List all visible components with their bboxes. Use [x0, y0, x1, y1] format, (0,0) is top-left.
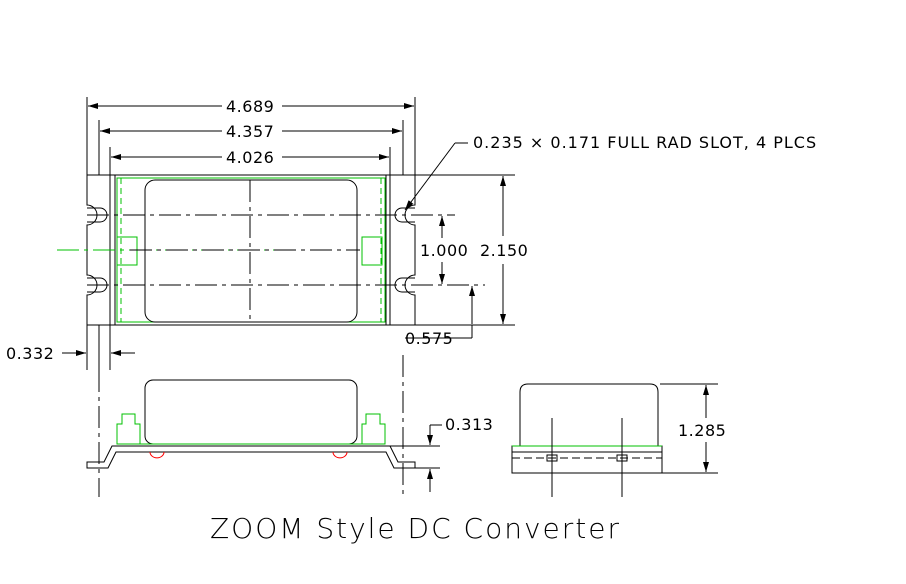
front-module-body [144, 379, 358, 445]
dim-slot-spacing: 1.000 [420, 241, 468, 260]
front-flange-profile [86, 445, 416, 469]
slot-callout: 0.235 × 0.171 FULL RAD SLOT, 4 PLCS [404, 133, 817, 211]
dim-slot-offset: 0.575 [405, 329, 453, 348]
dim-slot-center-width: 4.357 [226, 122, 274, 141]
front-tab-left [116, 413, 141, 445]
front-pin-left [149, 451, 165, 459]
drawing-title: ZOOM Style DC Converter [210, 512, 621, 545]
dim-height-overall: 2.150 [480, 241, 528, 260]
dim-flange-width: 0.332 [6, 344, 54, 363]
dim-flange-thickness: 0.313 [445, 415, 493, 434]
side-view: 1.285 [511, 383, 726, 497]
dim-side-height: 1.285 [678, 421, 726, 440]
side-flange [511, 445, 663, 474]
side-module-body [519, 383, 659, 446]
front-pin-right [332, 451, 348, 459]
top-view [57, 174, 485, 326]
vertical-dimensions: 2.150 1.000 0.575 0.332 [6, 174, 528, 370]
front-tab-right [361, 413, 386, 445]
footprint-tab-right [361, 236, 383, 266]
dim-overall-width: 4.689 [226, 97, 274, 116]
footprint-tab-left [116, 236, 138, 266]
module-body [144, 179, 358, 323]
slot-callout-text: 0.235 × 0.171 FULL RAD SLOT, 4 PLCS [473, 133, 817, 152]
front-view: 0.313 [86, 355, 493, 497]
dim-body-width: 4.026 [226, 148, 274, 167]
horizontal-dimensions: 4.689 4.357 4.026 [86, 97, 416, 175]
